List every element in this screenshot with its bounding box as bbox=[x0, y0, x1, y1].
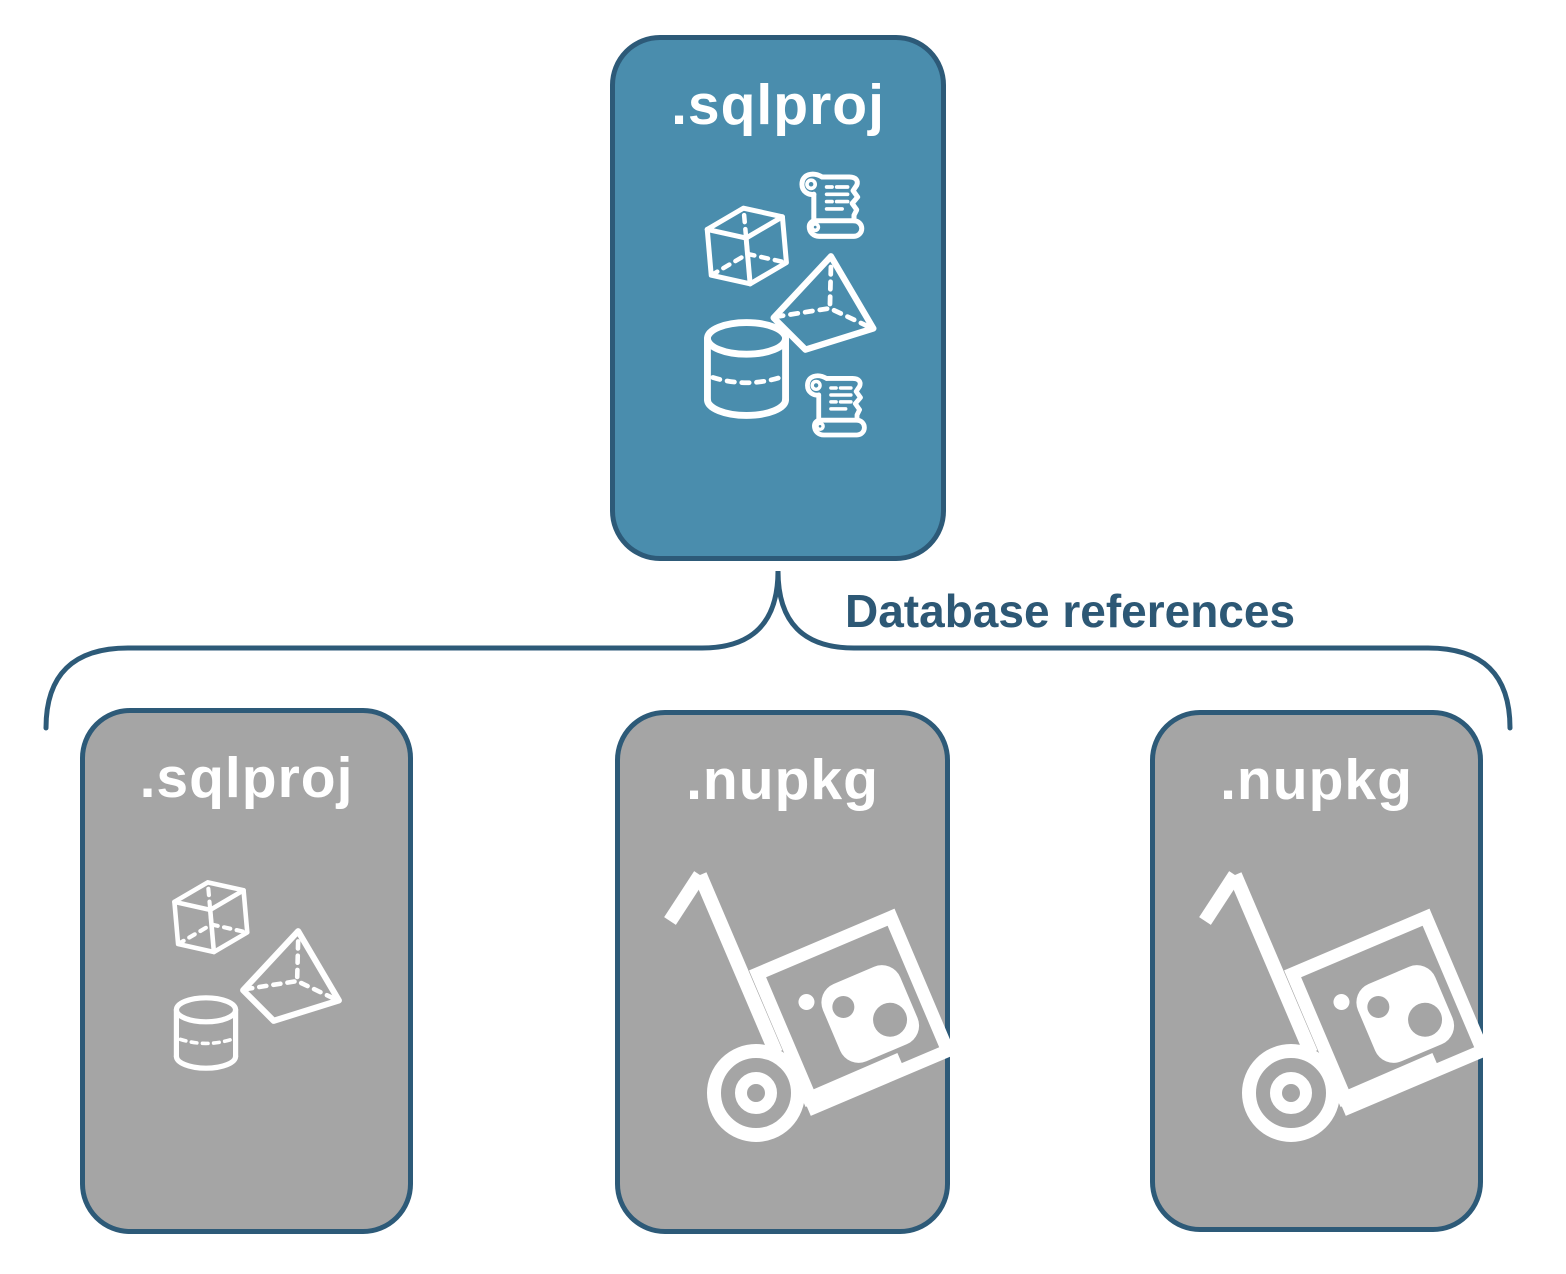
node-child-nupkg-2: .nupkg bbox=[1150, 710, 1483, 1232]
script-scroll-icon bbox=[791, 166, 875, 250]
node-root-label: .sqlproj bbox=[671, 73, 885, 137]
node-child-nupkg-1: .nupkg bbox=[615, 710, 950, 1234]
node-child-sqlproj-label: .sqlproj bbox=[139, 746, 354, 810]
node-root-sqlproj: .sqlproj bbox=[610, 35, 946, 561]
package-dolly-icon bbox=[648, 857, 958, 1147]
node-child-sqlproj: .sqlproj bbox=[80, 708, 413, 1234]
cylinder-icon bbox=[170, 993, 242, 1073]
cylinder-icon bbox=[699, 316, 794, 422]
package-dolly-icon bbox=[1183, 857, 1493, 1147]
pyramid-icon bbox=[235, 925, 347, 1027]
connector-label: Database references bbox=[845, 585, 1296, 637]
node-child-nupkg-1-label: .nupkg bbox=[686, 748, 879, 812]
script-scroll-icon bbox=[797, 368, 877, 448]
node-child-nupkg-2-label: .nupkg bbox=[1220, 748, 1413, 812]
